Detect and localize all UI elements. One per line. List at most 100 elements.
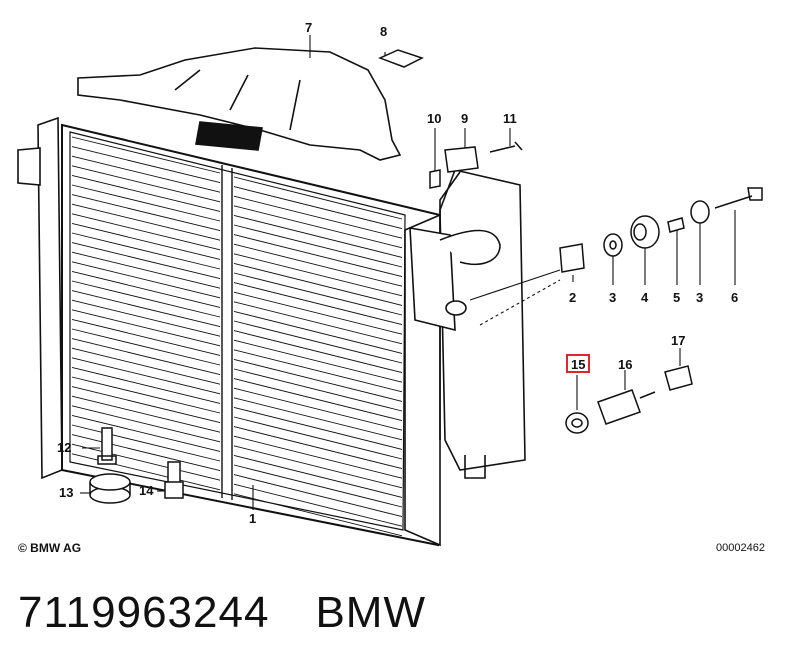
radiator-fin-line xyxy=(71,395,221,433)
radiator-fin-line xyxy=(71,213,221,251)
radiator-fin-line xyxy=(71,376,221,414)
radiator-fin-line xyxy=(233,272,403,316)
radiator-fin-line xyxy=(233,435,403,479)
radiator-fin-line xyxy=(71,280,221,318)
radiator-fin-line xyxy=(233,397,403,441)
radiator-fin-line xyxy=(233,349,403,393)
radiator-fin-line xyxy=(233,176,403,220)
clip-10 xyxy=(429,169,441,189)
leader-lines xyxy=(80,35,736,510)
callout-15-highlight-box xyxy=(566,354,590,373)
radiator-fin-line xyxy=(71,270,221,308)
radiator-fin-line xyxy=(71,453,221,491)
radiator-fin-line xyxy=(71,328,221,366)
radiator-fin-line xyxy=(233,310,403,354)
radiator-fin-line xyxy=(71,136,221,174)
radiator-fin-line xyxy=(71,434,221,472)
callout-6: 6 xyxy=(731,290,738,305)
stud-14 xyxy=(164,461,184,499)
radiator-fin-line xyxy=(71,251,221,289)
radiator-fin-line xyxy=(71,222,221,260)
callout-10: 10 xyxy=(427,111,441,126)
callout-1: 1 xyxy=(249,511,256,526)
radiator-fin-line xyxy=(233,483,403,527)
radiator-fin-line xyxy=(233,474,403,518)
callout-7: 7 xyxy=(305,20,312,35)
radiator-fin-line xyxy=(233,330,403,374)
clip-8 xyxy=(378,49,424,68)
radiator-fin-line xyxy=(233,426,403,470)
bolt-6 xyxy=(714,187,763,209)
radiator-fin-line xyxy=(71,203,221,241)
radiator-fin-line xyxy=(71,366,221,404)
callout-16: 16 xyxy=(618,357,632,372)
radiator-fin-line xyxy=(71,290,221,328)
radiator-fin-line xyxy=(233,358,403,402)
radiator-fin-line xyxy=(233,253,403,297)
radiator-fin-line xyxy=(233,445,403,489)
callout-11: 11 xyxy=(503,111,517,126)
callout-4: 4 xyxy=(641,290,649,305)
radiator-fin-line xyxy=(71,405,221,443)
fan-shroud xyxy=(77,47,402,161)
radiator-fin-line xyxy=(233,464,403,508)
plug-17 xyxy=(664,365,693,391)
copyright-notice: © BMW AG xyxy=(18,541,82,555)
radiator-fin-line xyxy=(233,406,403,450)
radiator-fin-line xyxy=(233,205,403,249)
radiator-fin-line xyxy=(233,301,403,345)
radiator-fin-line xyxy=(71,194,221,232)
radiator-fin-line xyxy=(71,386,221,424)
radiator-fin-line xyxy=(71,184,221,222)
radiator-fin-line xyxy=(71,443,221,481)
radiator-fin-line xyxy=(233,493,403,537)
callout-9: 9 xyxy=(461,111,468,126)
radiator-fin-line xyxy=(71,414,221,452)
bracket-9 xyxy=(444,146,479,173)
temp-switch-16 xyxy=(597,389,656,425)
callout-2: 2 xyxy=(569,290,576,305)
radiator-fin-line xyxy=(233,243,403,287)
radiator-fin-line xyxy=(233,186,403,230)
radiator-fin-line xyxy=(233,416,403,460)
radiator-fin-line xyxy=(71,424,221,462)
radiator-core xyxy=(17,116,442,547)
exploded-parts-diagram: 7 8 10 9 11 2 3 4 5 3 6 15 16 17 12 13 1… xyxy=(17,20,763,547)
radiator-fin-line xyxy=(233,387,403,431)
radiator-fin-line xyxy=(233,214,403,258)
callout-17: 17 xyxy=(671,333,685,348)
callout-numbers: 7 8 10 9 11 2 3 4 5 3 6 15 16 17 12 13 1… xyxy=(57,20,738,526)
radiator-fin-line xyxy=(233,195,403,239)
callout-12: 12 xyxy=(57,440,71,455)
nut-2 xyxy=(559,243,585,273)
radiator-fin-line xyxy=(71,338,221,376)
radiator-fin-line xyxy=(233,339,403,383)
radiator-fin-line xyxy=(71,155,221,193)
sleeve-5 xyxy=(667,217,685,233)
hardware-parts xyxy=(89,49,763,504)
radiator-fin-line xyxy=(71,232,221,270)
radiator-fin-line xyxy=(71,357,221,395)
radiator-fin-line xyxy=(233,368,403,412)
radiator-fin-line xyxy=(233,282,403,326)
radiator-fin-line xyxy=(71,318,221,356)
radiator-fin-line xyxy=(71,347,221,385)
radiator-fin-line xyxy=(71,174,221,212)
washer-3b xyxy=(690,200,710,224)
radiator-fin-line xyxy=(233,224,403,268)
screw-11 xyxy=(489,141,523,153)
radiator-fin-line xyxy=(233,320,403,364)
radiator-fin-line xyxy=(233,291,403,335)
callout-3b: 3 xyxy=(696,290,703,305)
radiator-fin-line xyxy=(233,234,403,278)
bolt-12 xyxy=(97,427,117,465)
callout-13: 13 xyxy=(59,485,73,500)
callout-5: 5 xyxy=(673,290,680,305)
radiator-fin-line xyxy=(71,165,221,203)
callout-15: 15 xyxy=(571,357,585,372)
expansion-tank xyxy=(409,169,526,479)
callout-3a: 3 xyxy=(609,290,616,305)
brand-name: BMW xyxy=(315,588,426,637)
radiator-fin-line xyxy=(233,454,403,498)
